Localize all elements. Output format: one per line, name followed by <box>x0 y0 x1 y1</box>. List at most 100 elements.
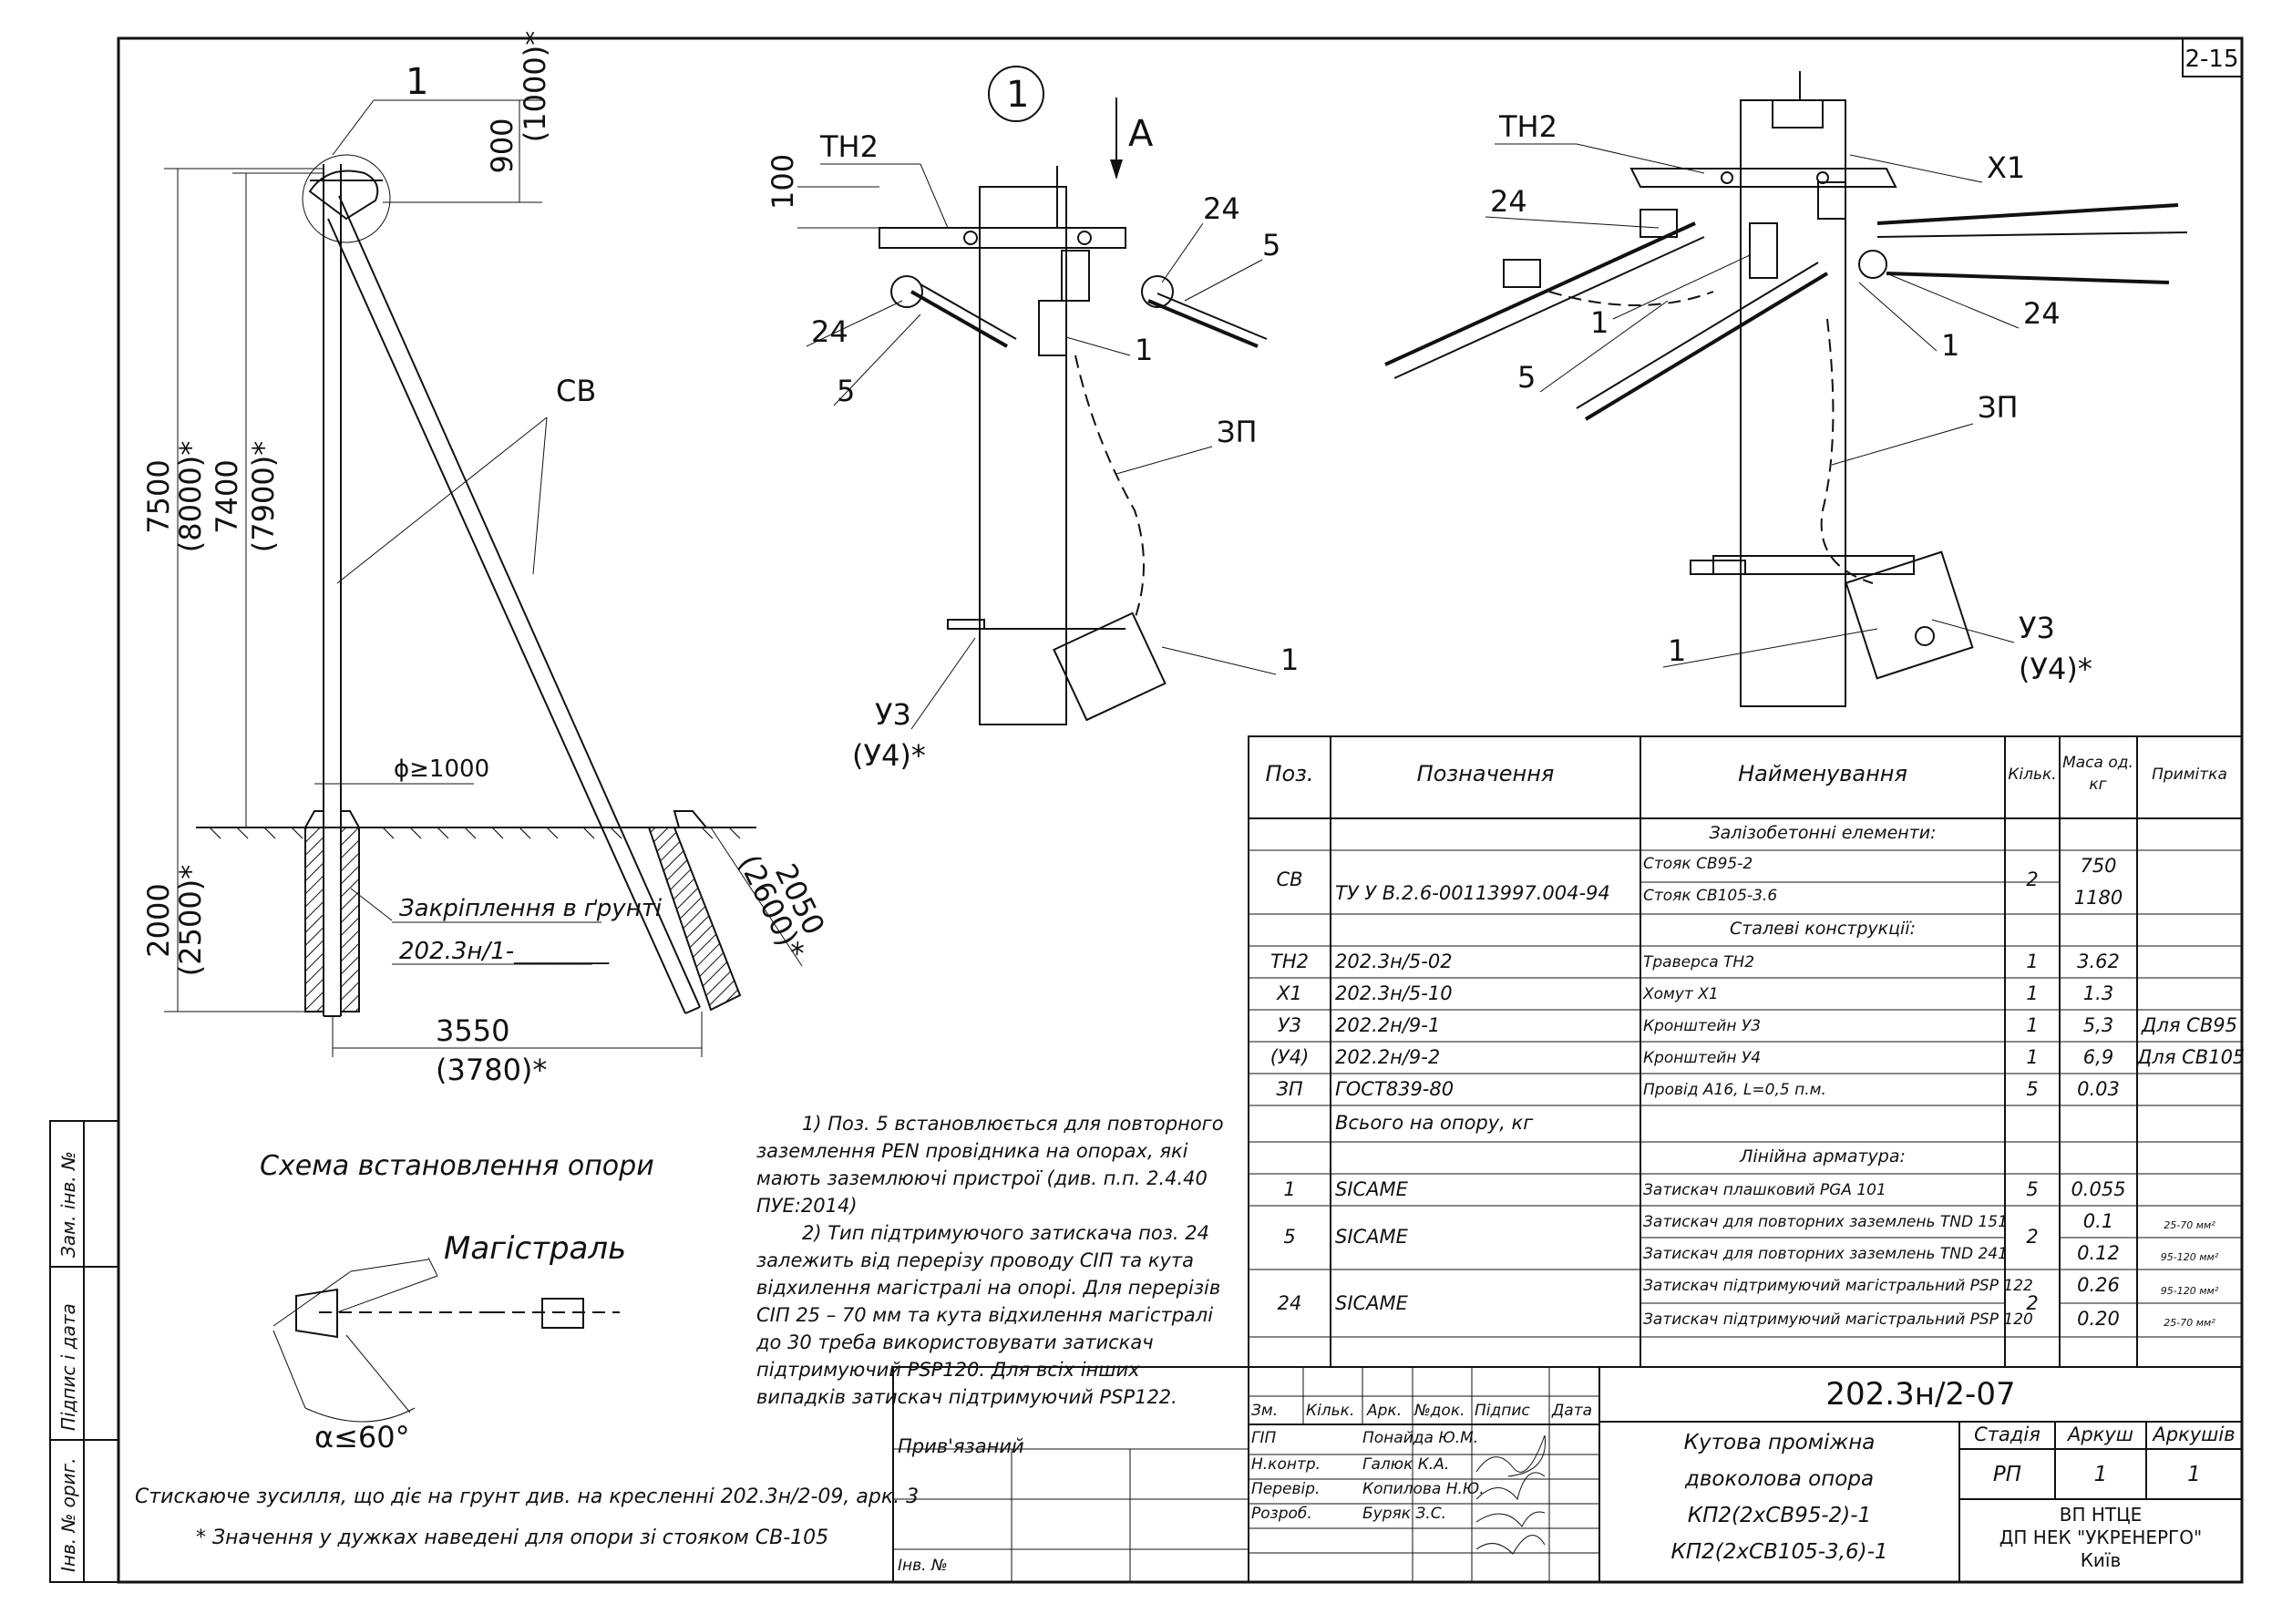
dim-3780: (3780)* <box>436 1053 547 1087</box>
dim-2000: 2000 <box>141 883 176 957</box>
th-name: Найменування <box>1738 761 1907 786</box>
inv-label: Інв. № <box>898 1557 948 1575</box>
cell-pos: ЗП <box>1276 1078 1303 1100</box>
org-line-2: ДП НЕК "УКРЕНЕРГО" <box>1999 1526 2203 1548</box>
tb-header-data: Дата <box>1552 1402 1593 1420</box>
cell-note: 95-120 мм² <box>2160 1285 2219 1297</box>
section-steel: Сталеві конструкції: <box>1729 919 1917 939</box>
sheet-code: 2-15 <box>2184 46 2238 73</box>
dim-3550: 3550 <box>436 1013 509 1048</box>
detail-left-tn2: ТН2 <box>819 129 879 164</box>
staff-name: Галюк К.А. <box>1362 1455 1450 1474</box>
cell-name: Затискач для повторних заземлень TND 241 <box>1643 1245 2008 1263</box>
cell-qty: 2 <box>2026 869 2039 890</box>
cell-designation: Всього на опору, кг <box>1335 1112 1534 1134</box>
spec-table-grid <box>1248 735 2243 1368</box>
cell-mass: 0.1 <box>2082 1210 2114 1232</box>
detail-right-zp: ЗП <box>1978 390 2019 425</box>
section-concrete: Залізобетонні елементи: <box>1709 823 1937 843</box>
detail-right-1b: 1 <box>1941 328 1959 363</box>
cell-mass: 6,9 <box>2082 1046 2114 1068</box>
note-2: 2) Тип підтримуючого затискача поз. 24 з… <box>756 1222 1221 1408</box>
side-stamp-pidpys: Підпис і дата <box>57 1303 79 1431</box>
cell-mass: 0.03 <box>2077 1078 2120 1100</box>
cell-pos: (У4) <box>1269 1046 1310 1068</box>
cell-designation: SICAME <box>1335 1178 1408 1200</box>
dim-7400: 7400 <box>210 459 244 533</box>
detail-left-5b: 5 <box>1262 228 1280 262</box>
cell-mass: 0.055 <box>2071 1178 2126 1200</box>
label-sv: СВ <box>556 374 596 408</box>
cell-qty: 5 <box>2026 1178 2039 1200</box>
note-1: 1) Поз. 5 встановлюється для повторного … <box>756 1113 1224 1217</box>
detail-left: 1 A ТН2 100 24 <box>766 66 1299 773</box>
detail-left-24a: 24 <box>811 314 848 349</box>
detail-left-zp: ЗП <box>1217 415 1258 449</box>
detail-right-24b: 24 <box>2023 296 2061 331</box>
detail-left-dim-100: 100 <box>766 154 800 210</box>
cell-name: Кронштейн У3 <box>1643 1017 1762 1035</box>
cell-note: 25-70 мм² <box>2164 1219 2215 1231</box>
title-line-1: Кутова проміжна <box>1683 1431 1876 1454</box>
cell-mass: 0.20 <box>2077 1308 2120 1330</box>
th-mass: Маса од. кг <box>2062 754 2133 794</box>
detail-left-u3: У3 <box>875 697 911 732</box>
tb-header-ark: Арк. <box>1367 1402 1403 1420</box>
cell-note: Для СВ105 <box>2137 1046 2246 1068</box>
magistral-label: Магістраль <box>444 1230 627 1267</box>
staff-name: Понайда Ю.М. <box>1362 1429 1479 1447</box>
cell-qty: 5 <box>2026 1078 2039 1100</box>
cell-pos: СВ <box>1276 869 1303 890</box>
title-line-3: КП2(2хСВ95-2)-1 <box>1687 1504 1872 1527</box>
spec-table-rows <box>1249 849 2242 1338</box>
cell-pos: Х1 <box>1277 982 1302 1004</box>
detail-right-1a: 1 <box>1590 305 1609 340</box>
dim-2500: (2500)* <box>173 865 208 976</box>
footer-line-2: * Значення у дужках наведені для опори з… <box>196 1526 829 1549</box>
bound-label: Прив'язаний <box>898 1435 1024 1457</box>
sheet-value: 1 <box>2093 1463 2108 1486</box>
cell-pos: 1 <box>1283 1178 1296 1200</box>
cell-designation: SICAME <box>1335 1226 1408 1248</box>
tb-header-zm: Зм. <box>1251 1402 1279 1420</box>
sheets-value: 1 <box>2187 1463 2201 1486</box>
cell-mass: 3.62 <box>2077 951 2120 972</box>
side-stamp-orig: Інв. № ориг. <box>57 1458 79 1572</box>
cell-note: Для СВ95 <box>2142 1014 2237 1036</box>
detail-left-1b: 1 <box>1280 642 1299 677</box>
cell-qty: 2 <box>2026 1292 2039 1314</box>
detail-right-1c: 1 <box>1668 633 1686 668</box>
signatures <box>1475 1434 1546 1555</box>
th-pos: Поз. <box>1265 761 1314 786</box>
cell-designation: 202.3н/5-10 <box>1335 982 1453 1004</box>
callout-top: 1 <box>406 61 428 103</box>
dim-diameter: ϕ≥1000 <box>394 755 489 783</box>
title-block-rows <box>893 1367 1599 1582</box>
scheme-title: Схема встановлення опори <box>260 1150 654 1182</box>
detail-left-5a: 5 <box>837 374 855 408</box>
tb-header-pidpys: Підпис <box>1475 1402 1530 1420</box>
cell-name: Затискач для повторних заземлень TND 151 <box>1643 1213 2008 1231</box>
installation-scheme: 1 900 (1000)* 7500 (8000)* 7400 (7900)* … <box>141 31 832 1087</box>
cell-mass: 0.12 <box>2077 1242 2120 1264</box>
cell-note: 25-70 мм² <box>2164 1317 2215 1329</box>
sheet-header: Аркуш <box>2067 1424 2134 1445</box>
detail-right-24a: 24 <box>1490 184 1527 219</box>
cell-name: Траверса ТН2 <box>1643 953 1755 971</box>
org-line-3: Київ <box>2080 1549 2122 1571</box>
angle-label: α≤60° <box>314 1420 410 1454</box>
side-stamp: Зам. інв. № Підпис і дата Інв. № ориг. <box>49 1120 119 1583</box>
cell-name: Кронштейн У4 <box>1643 1049 1762 1067</box>
title-line-4: КП2(2хСВ105-3,6)-1 <box>1670 1540 1888 1564</box>
cell-name: Стояк СВ95-2 <box>1643 855 1753 873</box>
th-note: Примітка <box>2152 766 2227 784</box>
cell-name: Хомут Х1 <box>1643 985 1719 1003</box>
tb-header-ndok: №док. <box>1414 1402 1465 1420</box>
detail-left-1a: 1 <box>1135 333 1153 367</box>
section-fittings: Лінійна арматура: <box>1740 1146 1906 1167</box>
cell-mass: 750 <box>2080 855 2117 877</box>
footer-line-1: Стискаюче зусилля, що діє на грунт див. … <box>135 1485 920 1508</box>
cell-name: Затискач підтримуючий магістральний PSP … <box>1643 1311 2033 1329</box>
anchoring-label: Закріплення в ґрунті <box>399 895 663 922</box>
